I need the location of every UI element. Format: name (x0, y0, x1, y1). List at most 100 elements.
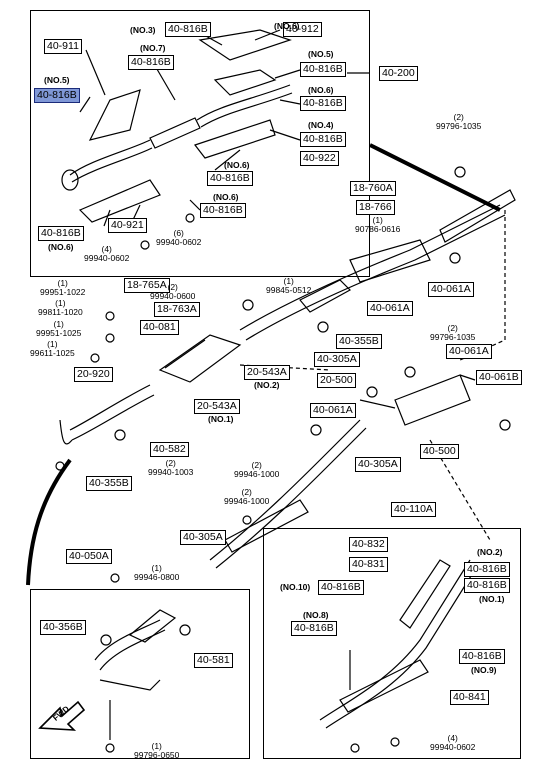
fastener-code: 99946-1000 (224, 496, 270, 506)
fastener-99946-0800: (1) 99946-0800 (134, 564, 179, 582)
label-40-816b-no4: 40-816B (300, 132, 346, 147)
label-40-816b-no10: 40-816B (318, 580, 364, 595)
label-40-200: 40-200 (379, 66, 418, 81)
note-no2a: (NO.2) (254, 380, 280, 390)
label-20-920: 20-920 (74, 367, 113, 382)
label-40-305a-b: 40-305A (355, 457, 401, 472)
label-40-355b-b: 40-355B (86, 476, 132, 491)
label-40-500: 40-500 (420, 444, 459, 459)
fastener-99940-0602-c: (4) 99940-0602 (430, 734, 475, 752)
label-40-305a-a: 40-305A (314, 352, 360, 367)
label-20-500: 20-500 (317, 373, 356, 388)
label-40-912: 40-912 (283, 22, 322, 37)
label-40-356b: 40-356B (40, 620, 86, 635)
fastener-code: 99951-1025 (36, 328, 82, 338)
label-40-922: 40-922 (300, 151, 339, 166)
note-no1a: (NO.1) (208, 414, 234, 424)
fastener-qty: (6) (173, 228, 184, 238)
fastener-qty: (2) (165, 458, 176, 468)
fastener-99845-0512: (1) 99845-0512 (266, 277, 311, 295)
catalyst-section-frame (30, 589, 250, 759)
fastener-qty: (1) (53, 319, 64, 329)
fastener-code: 99946-1000 (234, 469, 280, 479)
label-40-816b-highlighted: 40-816B (34, 88, 80, 103)
label-40-832: 40-832 (349, 537, 388, 552)
fastener-code: 99940-0602 (156, 237, 202, 247)
fastener-qty: (1) (283, 276, 294, 286)
label-40-911: 40-911 (44, 39, 82, 54)
label-40-921: 40-921 (108, 218, 147, 233)
note-no7: (NO.7) (140, 43, 166, 53)
note-no4: (NO.4) (308, 120, 334, 130)
fastener-code: 99611-1025 (30, 348, 75, 358)
note-no5a: (NO.5) (44, 75, 70, 85)
label-40-061a-c: 40-061A (446, 344, 492, 359)
note-no8: (NO.8) (303, 610, 329, 620)
fastener-code: 99796-1035 (436, 121, 482, 131)
fastener-99611-1025: (1) 99611-1025 (30, 340, 75, 358)
fastener-99946-1000-a: (2) 99946-1000 (234, 461, 279, 479)
fastener-qty: (2) (453, 112, 464, 122)
label-40-061a-a: 40-061A (428, 282, 474, 297)
label-18-766: 18-766 (356, 200, 395, 215)
note-no2b: (NO.2) (477, 547, 503, 557)
label-40-816b-no9: 40-816B (459, 649, 505, 664)
fastener-99796-0650: (1) 99796-0650 (134, 742, 179, 760)
fastener-code: 90786-0616 (355, 224, 401, 234)
fastener-qty: (2) (241, 487, 252, 497)
label-40-816b-top: 40-816B (165, 22, 211, 37)
fastener-99796-1035-mid: (2) 99796-1035 (430, 324, 475, 342)
label-40-841: 40-841 (450, 690, 489, 705)
note-no10: (NO.10) (280, 582, 311, 592)
fastener-qty: (4) (447, 733, 458, 743)
fastener-qty: (1) (151, 741, 162, 751)
fastener-code: 99940-0602 (84, 253, 130, 263)
rear-pipe-section-frame (263, 528, 521, 759)
fastener-qty: (4) (101, 244, 112, 254)
fastener-qty: (1) (57, 278, 68, 288)
label-18-763a: 18-763A (154, 302, 200, 317)
label-20-543a-no1: 20-543A (194, 399, 240, 414)
label-40-061b: 40-061B (476, 370, 522, 385)
note-no6b: (NO.6) (224, 160, 250, 170)
label-40-816b-no7: 40-816B (128, 55, 174, 70)
fastener-qty: (2) (447, 323, 458, 333)
label-40-816b-left: 40-816B (38, 226, 84, 241)
label-40-110a: 40-110A (391, 502, 436, 517)
label-40-061a-b: 40-061A (367, 301, 413, 316)
note-no5b: (NO.5) (308, 49, 334, 59)
fastener-qty: (2) (167, 282, 178, 292)
fastener-qty: (1) (151, 563, 162, 573)
fastener-code: 99811-1020 (38, 307, 83, 317)
fastener-qty: (1) (55, 298, 66, 308)
label-40-305a-c: 40-305A (180, 530, 226, 545)
fastener-99940-0600: (2) 99940-0600 (150, 283, 195, 301)
fastener-code: 99796-0650 (134, 750, 180, 760)
fastener-99940-1003: (2) 99940-1003 (148, 459, 193, 477)
fastener-99940-0602-a: (6) 99940-0602 (156, 229, 201, 247)
upper-section-frame (30, 10, 370, 277)
fastener-code: 99940-0602 (430, 742, 476, 752)
label-40-816b-no8: 40-816B (291, 621, 337, 636)
label-40-816b-no1: 40-816B (464, 578, 510, 593)
fastener-code: 99951-1022 (40, 287, 86, 297)
fastener-99940-0602-b: (4) 99940-0602 (84, 245, 129, 263)
note-no3: (NO.3) (130, 25, 156, 35)
label-18-765a: 18-765A (124, 278, 170, 293)
fastener-code: 99796-1035 (430, 332, 476, 342)
fastener-99796-1035-top: (2) 99796-1035 (436, 113, 481, 131)
label-40-816b-no5: 40-816B (300, 62, 346, 77)
fastener-90786-0616: (1) 90786-0616 (355, 216, 400, 234)
label-40-582: 40-582 (150, 442, 189, 457)
fastener-99946-1000-b: (2) 99946-1000 (224, 488, 269, 506)
fastener-qty: (1) (372, 215, 383, 225)
label-40-816b-no2: 40-816B (464, 562, 510, 577)
label-20-543a-no2: 20-543A (244, 365, 290, 380)
label-40-081: 40-081 (140, 320, 179, 335)
note-no6c: (NO.6) (213, 192, 239, 202)
label-40-355b-a: 40-355B (336, 334, 382, 349)
fastener-qty: (1) (47, 339, 58, 349)
fastener-99951-1025: (1) 99951-1025 (36, 320, 81, 338)
note-no6d: (NO.6) (48, 242, 74, 252)
